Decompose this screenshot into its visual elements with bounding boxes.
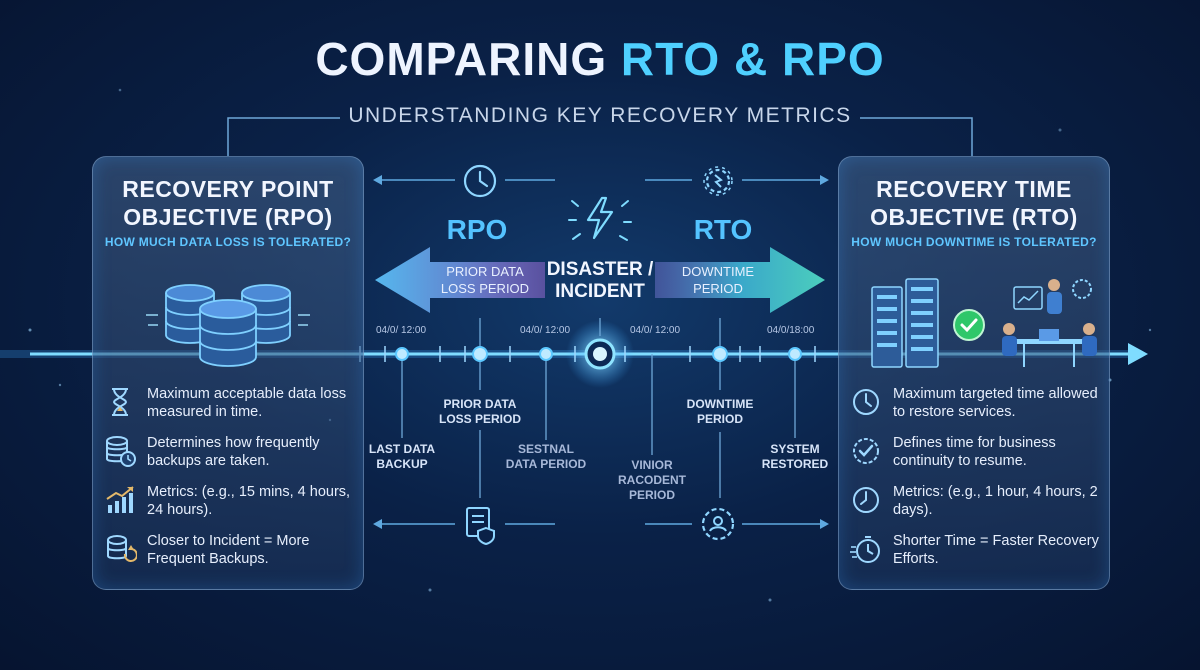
clock-icon bbox=[853, 389, 879, 415]
database-stack-icon bbox=[146, 284, 310, 367]
rpo-list: Maximum acceptable data loss measured in… bbox=[103, 385, 353, 581]
node-last-backup bbox=[395, 347, 409, 361]
node-sestnal bbox=[539, 347, 553, 361]
subtitle-connector-right bbox=[860, 117, 973, 156]
list-item: Determines how frequently backups are ta… bbox=[103, 434, 353, 470]
page-title-highlight: RTO & RPO bbox=[620, 33, 885, 85]
page-title: COMPARING RTO & RPO bbox=[315, 33, 885, 85]
badge-check-icon bbox=[853, 438, 879, 464]
check-circle-icon bbox=[953, 309, 985, 341]
list-item: Closer to Incident = More Frequent Backu… bbox=[103, 532, 353, 568]
gear-icon bbox=[703, 166, 733, 196]
rto-label: RTO bbox=[693, 214, 753, 245]
node-downtime bbox=[712, 346, 728, 362]
timestamp-3: 04/0/ 12:00 bbox=[630, 325, 681, 336]
list-item: Shorter Time = Faster Recovery Efforts. bbox=[849, 532, 1099, 568]
document-shield-icon bbox=[466, 507, 495, 546]
list-item: Defines time for business continuity to … bbox=[849, 434, 1099, 470]
rpo-label: RPO bbox=[446, 214, 508, 245]
database-clock-icon bbox=[106, 436, 136, 467]
disaster-label: DISASTER /INCIDENT bbox=[546, 259, 654, 302]
rto-question: HOW MUCH DOWNTIME IS TOLERATED? bbox=[851, 235, 1097, 249]
chart-growth-icon bbox=[106, 486, 134, 513]
list-item: Metrics: (e.g., 15 mins, 4 hours, 24 hou… bbox=[103, 483, 353, 519]
node-restored bbox=[788, 347, 802, 361]
rto-list: Maximum targeted time allowed to restore… bbox=[849, 385, 1099, 581]
clock-icon bbox=[463, 164, 497, 198]
server-team-illustration bbox=[871, 278, 1097, 368]
backup-cycle-icon bbox=[107, 535, 137, 562]
hourglass-icon bbox=[112, 388, 128, 416]
list-item: Metrics: (e.g., 1 hour, 4 hours, 2 days)… bbox=[849, 483, 1099, 519]
page-subtitle: UNDERSTANDING KEY RECOVERY METRICS bbox=[348, 104, 852, 127]
rpo-arrow bbox=[375, 247, 545, 313]
timestamp-1: 04/0/ 12:00 bbox=[376, 325, 427, 336]
rto-arrow bbox=[655, 247, 825, 313]
timestamp-4: 04/0/18:00 bbox=[767, 325, 815, 336]
list-item: Maximum acceptable data loss measured in… bbox=[103, 385, 353, 421]
gear-user-icon bbox=[701, 507, 735, 541]
clock-icon bbox=[853, 487, 879, 513]
lightning-icon bbox=[568, 196, 632, 241]
rpo-question: HOW MUCH DATA LOSS IS TOLERATED? bbox=[104, 235, 352, 249]
timestamp-2: 04/0/ 12:00 bbox=[520, 325, 571, 336]
node-prior-loss bbox=[472, 346, 488, 362]
list-item: Maximum targeted time allowed to restore… bbox=[849, 385, 1099, 421]
subtitle-connector-left bbox=[227, 117, 340, 156]
stopwatch-icon bbox=[850, 536, 880, 563]
timeline-arrowhead bbox=[1128, 343, 1148, 365]
